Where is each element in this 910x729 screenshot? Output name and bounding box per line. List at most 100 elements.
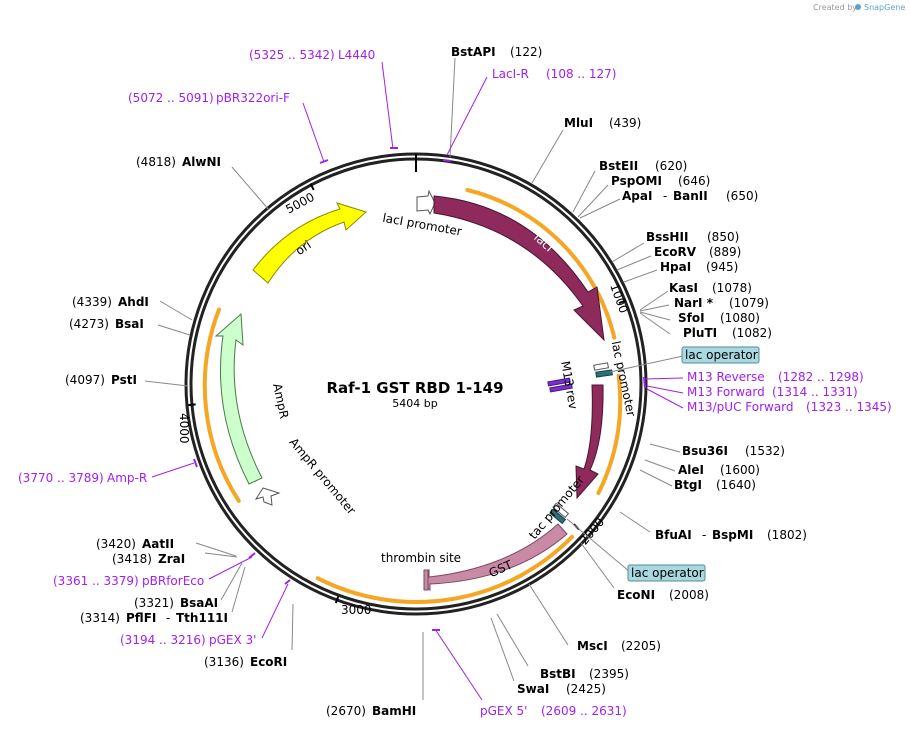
primer-l4440-pos: (5325 .. 5342) (249, 48, 335, 62)
primer-pgex3: pGEX 3' (209, 633, 256, 647)
enzyme-bamhi-pos: (2670) (326, 704, 366, 718)
plasmid-size: 5404 bp (392, 397, 437, 410)
enzyme-leaders (144, 57, 681, 700)
primer-m13-reverse-pos: (1282 .. 1298) (778, 370, 864, 384)
lac-promoter-marks (547, 362, 613, 393)
enzyme-sfoi: SfoI (678, 311, 705, 325)
enzyme-apai: ApaI (622, 189, 652, 203)
orf-arc-gst (315, 534, 574, 604)
feature-lacZa (575, 384, 604, 500)
label-ampr: AmpR (270, 382, 291, 420)
primer-pgex5: pGEX 5' (480, 704, 527, 718)
label-lac-operator-1: lac operator (685, 348, 758, 362)
orf-arc-ampr (202, 307, 241, 503)
enzyme-pluti-pos: (1082) (732, 326, 772, 340)
primer-pbr322ori-f-pos: (5072 .. 5091) (128, 91, 214, 105)
enzyme-nari: NarI * (674, 296, 714, 310)
enzyme-nari-pos: (1079) (729, 296, 769, 310)
enzyme-bamhi: BamHI (372, 704, 416, 718)
enzyme-bfuai-pos: (1802) (767, 528, 807, 542)
primer-m13-reverse: M13 Reverse (687, 370, 765, 384)
label-lac-promoter: lac promoter (609, 340, 639, 418)
enzyme-pflfi: PflFI (126, 611, 156, 625)
enzyme-bsshii-pos: (850) (707, 230, 739, 244)
enzyme-banii: BanII (673, 189, 708, 203)
enzyme-bsu36i-pos: (1532) (745, 444, 785, 458)
enzyme-aatii: AatII (142, 537, 174, 551)
enzyme-bsai: BsaI (115, 317, 144, 331)
enzyme-pspomi-pos: (646) (678, 174, 710, 188)
primer-labels: (5325 .. 5342) L4440 LacI-R (108 .. 127)… (18, 48, 892, 718)
enzyme-psti-pos: (4097) (65, 373, 105, 387)
enzyme-swai-pos: (2425) (566, 682, 606, 696)
feature-ampr-promoter (254, 487, 281, 506)
enzyme-zrai-pos: (3418) (112, 552, 152, 566)
feature-lacI-promoter (416, 189, 436, 216)
enzyme-tth111i: Tth111I (176, 611, 228, 625)
enzyme-mlui-pos: (439) (609, 116, 641, 130)
orf-arcs (202, 188, 623, 604)
enzyme-alei-pos: (1600) (720, 463, 760, 477)
primer-l4440: L4440 (338, 48, 375, 62)
tick-5000 (309, 183, 315, 191)
enzyme-zrai: ZraI (158, 552, 185, 566)
primer-m13-forward: M13 Forward (687, 385, 765, 399)
orf-arc-lacI (465, 188, 617, 340)
primer-pgex5-pos: (2609 .. 2631) (541, 704, 627, 718)
enzyme-kasi: KasI (669, 281, 698, 295)
enzyme-alwni: AlwNI (182, 155, 221, 169)
primer-laci-r: LacI-R (492, 67, 529, 81)
lac-operator-badge-2: lac operator (627, 564, 706, 582)
tick-3000 (334, 595, 340, 604)
credit-prefix: Created by (813, 3, 857, 12)
enzyme-bstapi-pos: (122) (510, 45, 542, 59)
primer-pbrforeco-pos: (3361 .. 3379) (53, 574, 139, 588)
enzyme-btgi: BtgI (674, 478, 702, 492)
snapgene-logo-icon (855, 4, 861, 10)
enzyme-pspomi: PspOMI (611, 174, 662, 188)
enzyme-hpai-pos: (945) (706, 260, 738, 274)
plasmid-name: Raf-1 GST RBD 1-149 (326, 379, 503, 397)
enzyme-psti: PstI (111, 373, 137, 387)
primer-m13-forward-pos: (1314 .. 1331) (772, 385, 858, 399)
primer-m13puc-forward: M13/pUC Forward (687, 400, 794, 414)
enzyme-bsaai-pos: (3321) (134, 596, 174, 610)
enzyme-bstbi-pos: (2395) (589, 667, 629, 681)
enzyme-bsteii-pos: (620) (655, 159, 687, 173)
enzyme-bsshii: BssHII (646, 230, 688, 244)
svg-text:-: - (166, 611, 170, 625)
enzyme-ecori-pos: (3136) (204, 655, 244, 669)
label-lac-operator-2: lac operator (631, 566, 704, 580)
enzyme-msci-pos: (2205) (621, 639, 661, 653)
primer-m13puc-forward-pos: (1323 .. 1345) (806, 400, 892, 414)
orf-arc-lacZa (596, 373, 623, 496)
enzyme-alwni-pos: (4818) (136, 155, 176, 169)
enzyme-econi: EcoNI (617, 588, 655, 602)
label-thrombin-site: thrombin site (381, 551, 461, 565)
enzyme-alei: AleI (678, 463, 704, 477)
enzyme-apai-pos: (650) (726, 189, 758, 203)
lac-operator-badge-1: lac operator (681, 346, 760, 364)
primer-amp-r: Amp-R (107, 471, 147, 485)
label-m13-rev: M13 rev (558, 360, 580, 410)
primer-laci-r-pos: (108 .. 127) (546, 67, 616, 81)
enzyme-btgi-pos: (1640) (716, 478, 756, 492)
enzyme-bfuai: BfuAI (655, 528, 692, 542)
enzyme-bstapi: BstAPI (451, 45, 496, 59)
enzyme-mlui: MluI (564, 116, 593, 130)
primer-pbr322ori-f: pBR322ori-F (216, 91, 290, 105)
enzyme-ahdi: AhdI (118, 295, 149, 309)
enzyme-bsteii: BstEII (599, 159, 638, 173)
tick-1000 (618, 299, 627, 305)
enzyme-kasi-pos: (1078) (712, 281, 752, 295)
label-ampr-promoter: AmpR promoter (286, 435, 358, 517)
enzyme-pflfi-pos: (3314) (80, 611, 120, 625)
enzyme-pluti: PluTI (683, 326, 717, 340)
tick-label-4000: 4000 (177, 413, 191, 444)
enzyme-ecori: EcoRI (250, 655, 287, 669)
feature-lacI (433, 195, 605, 342)
operator-leaders (566, 355, 684, 573)
enzyme-econi-pos: (2008) (669, 588, 709, 602)
primer-pgex3-pos: (3194 .. 3216) (120, 633, 206, 647)
